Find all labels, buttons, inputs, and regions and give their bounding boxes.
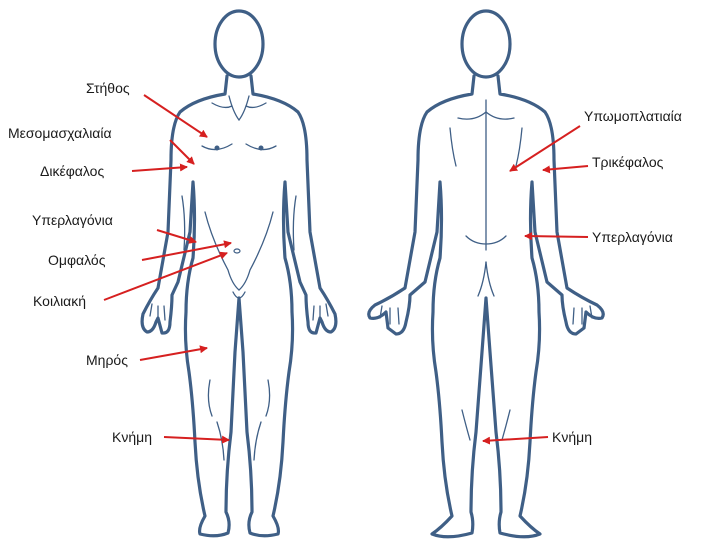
arrow-abdominal — [104, 253, 227, 300]
arrow-triceps — [543, 166, 588, 170]
annotation-arrows — [104, 95, 588, 441]
right-nipple-mark — [259, 146, 264, 151]
site-labels: Στήθος Μεσομασχαλιαία Δικέφαλος Υπερλαγό… — [8, 80, 682, 445]
back-body-figure — [369, 11, 603, 537]
arrow-calf-back — [483, 437, 548, 441]
arrow-calf-front — [164, 437, 229, 440]
label-thigh: Μηρός — [86, 352, 128, 368]
label-midaxillary: Μεσομασχαλιαία — [8, 125, 112, 141]
label-triceps: Τρικέφαλος — [592, 154, 664, 170]
arrow-suprailiac-back — [525, 236, 588, 237]
arrow-midaxillary — [170, 140, 194, 164]
label-calf-back: Κνήμη — [552, 429, 592, 445]
label-umbilical: Ομφαλός — [48, 252, 106, 268]
arrow-thigh — [140, 348, 207, 360]
left-nipple-mark — [215, 146, 220, 151]
label-biceps: Δικέφαλος — [40, 163, 104, 179]
label-abdominal: Κοιλιακή — [33, 293, 86, 309]
label-calf-front: Κνήμη — [112, 429, 152, 445]
label-suprailiac-back: Υπερλαγόνια — [592, 229, 673, 245]
navel-mark — [234, 249, 240, 253]
arrow-subscapular — [510, 126, 580, 171]
label-subscapular: Υπωμοπλατιαία — [584, 108, 682, 124]
arrow-biceps — [132, 167, 187, 171]
label-suprailiac-front: Υπερλαγόνια — [32, 212, 113, 228]
label-chest: Στήθος — [86, 80, 130, 96]
